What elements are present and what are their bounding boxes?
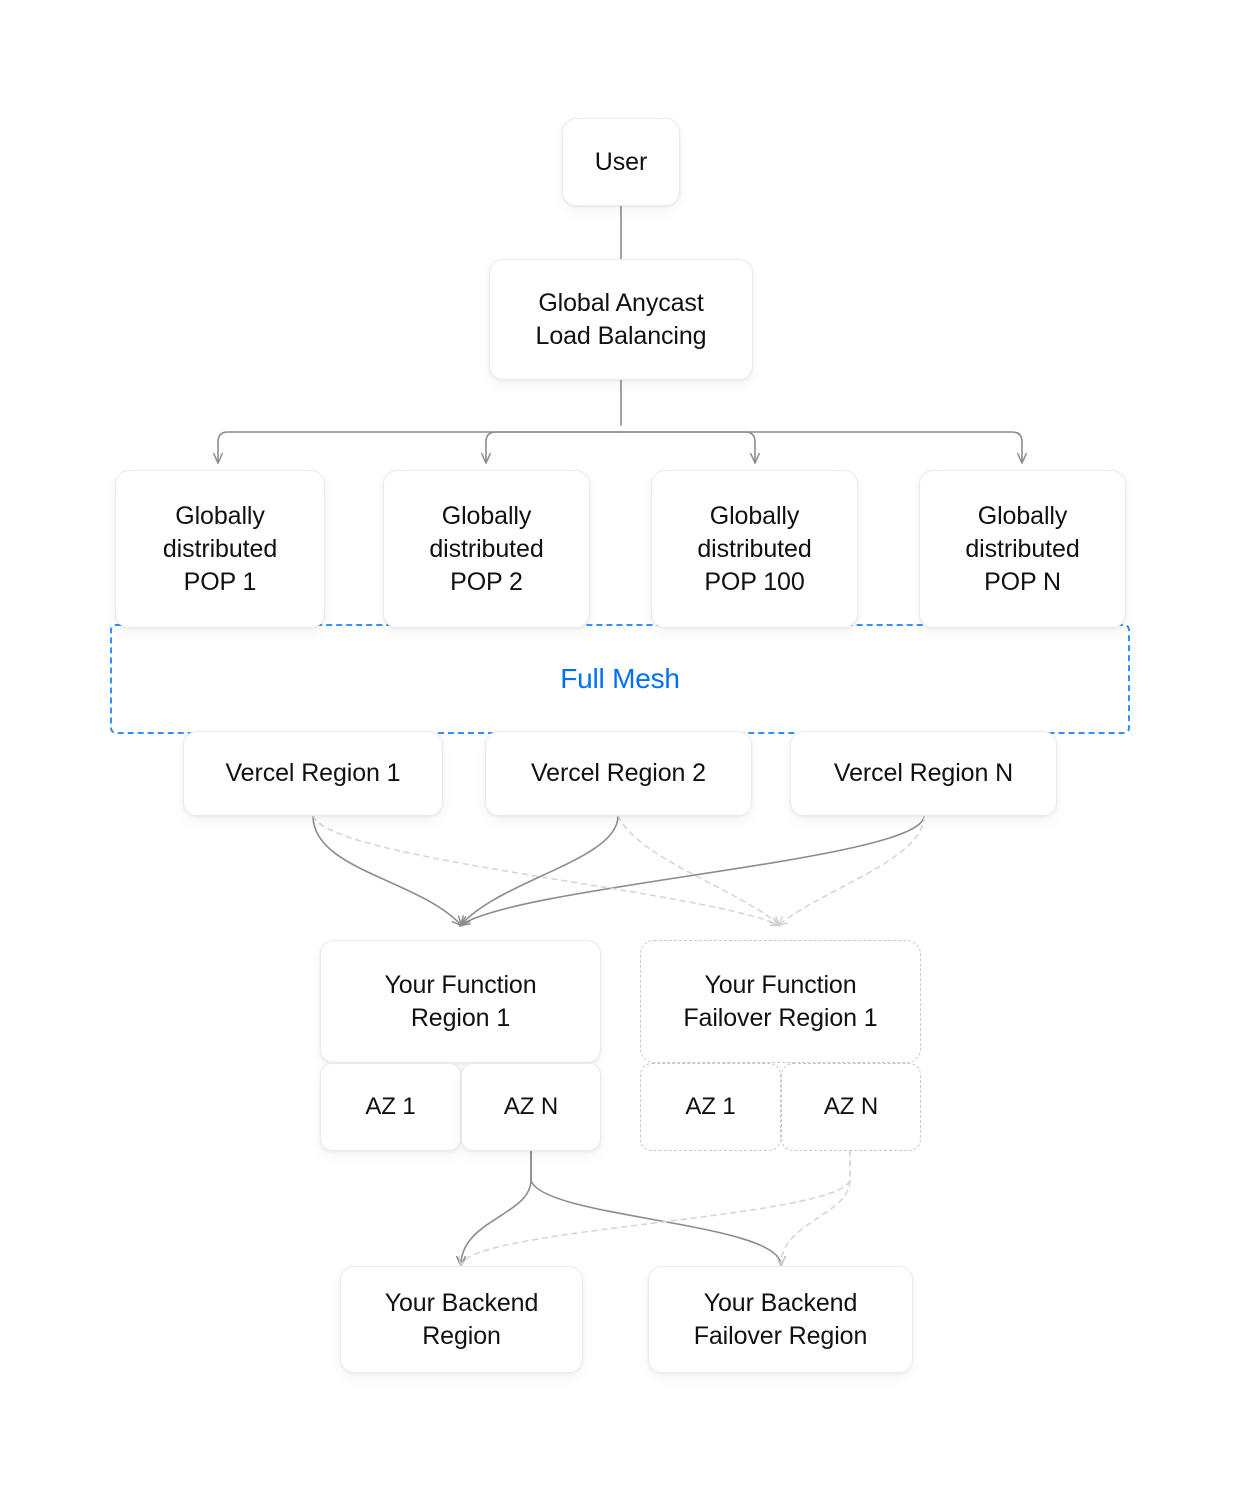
node-vercel-region-n[interactable]: Vercel Region N xyxy=(790,731,1057,816)
edge-failover-az-n-to-backend-failover-region xyxy=(781,1150,851,1265)
node-your-backend-failover-region[interactable]: Your Backend Failover Region xyxy=(648,1266,913,1373)
edge-vercel-region-n-to-function-region xyxy=(461,815,925,925)
node-az-1[interactable]: AZ 1 xyxy=(320,1063,461,1151)
node-global-anycast-load-balancing[interactable]: Global Anycast Load Balancing xyxy=(489,259,753,380)
node-your-function-region-1[interactable]: Your Function Region 1 xyxy=(320,940,601,1063)
node-pop-2[interactable]: Globally distributed POP 2 xyxy=(383,470,590,628)
node-failover-az-n[interactable]: AZ N xyxy=(781,1063,921,1151)
edge-az-n-to-backend-region xyxy=(461,1150,532,1265)
node-user[interactable]: User xyxy=(562,118,680,206)
edge-vercel-region-n-to-failover-region xyxy=(779,815,925,925)
node-az-n[interactable]: AZ N xyxy=(461,1063,601,1151)
node-failover-az-1[interactable]: AZ 1 xyxy=(640,1063,781,1151)
edge-bus-to-pop-n xyxy=(620,431,1022,462)
edge-bus-to-pop-2 xyxy=(486,431,622,462)
edge-failover-az-n-to-backend-region xyxy=(461,1150,851,1265)
node-pop-100[interactable]: Globally distributed POP 100 xyxy=(651,470,858,628)
edge-bus-to-pop-1 xyxy=(218,431,622,462)
edge-bus-to-pop-100 xyxy=(620,431,755,462)
node-your-backend-region[interactable]: Your Backend Region xyxy=(340,1266,583,1373)
node-vercel-region-2[interactable]: Vercel Region 2 xyxy=(485,731,752,816)
node-your-function-failover-region-1[interactable]: Your Function Failover Region 1 xyxy=(640,940,921,1063)
edge-az-n-to-backend-failover-region xyxy=(530,1150,781,1265)
edge-vercel-region-2-to-failover-region xyxy=(617,815,779,925)
full-mesh-container: Full Mesh xyxy=(110,624,1130,734)
edge-vercel-region-1-to-failover-region xyxy=(312,815,779,925)
node-pop-n[interactable]: Globally distributed POP N xyxy=(919,470,1126,628)
full-mesh-label: Full Mesh xyxy=(560,663,680,694)
edge-vercel-region-1-to-function-region xyxy=(312,815,461,925)
node-vercel-region-1[interactable]: Vercel Region 1 xyxy=(183,731,443,816)
edge-vercel-region-2-to-function-region xyxy=(461,815,619,925)
node-pop-1[interactable]: Globally distributed POP 1 xyxy=(115,470,325,628)
